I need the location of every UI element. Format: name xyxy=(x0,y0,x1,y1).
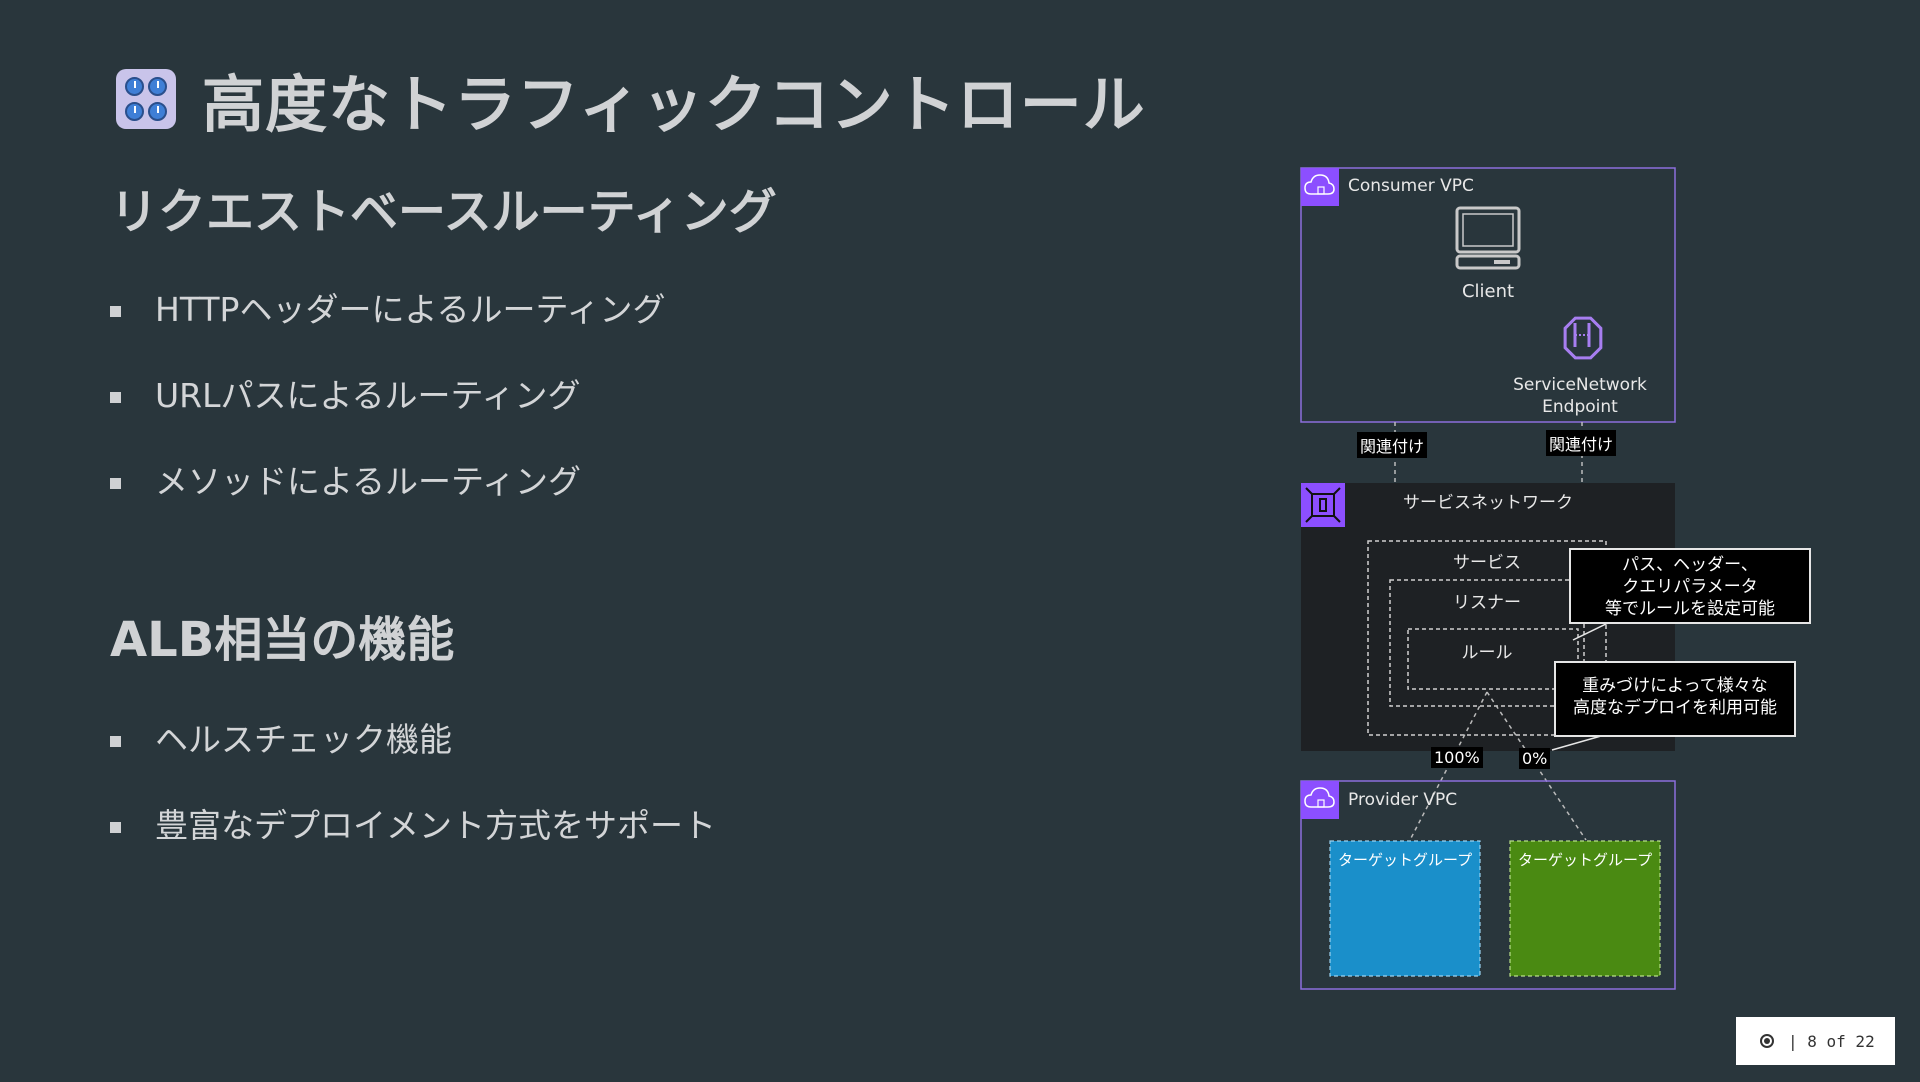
target-group-blue xyxy=(1329,840,1481,977)
page-indicator[interactable]: | 8 of 22 xyxy=(1736,1017,1895,1065)
callout2-line: 重みづけによって様々な xyxy=(1582,676,1768,696)
consumer-vpc-box xyxy=(1300,167,1676,423)
routing-bullet-list: HTTPヘッダーによるルーティング URLパスによるルーティング メソッドによる… xyxy=(110,290,665,548)
control-knobs-icon xyxy=(116,69,176,129)
presentation-icon xyxy=(1760,1034,1774,1048)
callout1-line: クエリパラメータ xyxy=(1622,577,1758,597)
endpoint-label-line2: Endpoint xyxy=(1542,397,1618,417)
section-heading-routing: リクエストベースルーティング xyxy=(110,184,777,240)
service-network-icon xyxy=(1305,487,1341,523)
callout1-line: 等でルールを設定可能 xyxy=(1605,599,1775,619)
target-group-label-right: ターゲットグループ xyxy=(1518,851,1653,869)
client-label: Client xyxy=(1461,281,1515,302)
callout-rule-settings: パス、ヘッダー、 クエリパラメータ 等でルールを設定可能 xyxy=(1569,548,1811,624)
callout2-line: 高度なデプロイを利用可能 xyxy=(1573,698,1777,718)
rule-box xyxy=(1407,628,1579,690)
page-counter: | 8 of 22 xyxy=(1788,1031,1875,1051)
page-title: 高度なトラフィックコントロール xyxy=(202,68,1146,141)
consumer-vpc-label: Consumer VPC xyxy=(1348,176,1474,196)
architecture-diagram: Consumer VPC Client ServiceNetwork Endpo… xyxy=(1290,160,1830,1000)
listener-label: リスナー xyxy=(1453,593,1521,613)
service-network-label: サービスネットワーク xyxy=(1403,493,1573,513)
bullet-item: ヘルスチェック機能 xyxy=(110,720,716,806)
service-label: サービス xyxy=(1453,553,1521,573)
listener-box xyxy=(1389,579,1585,707)
bullet-item: URLパスによるルーティング xyxy=(110,376,665,462)
bullet-item: HTTPヘッダーによるルーティング xyxy=(110,290,665,376)
bullet-item: メソッドによるルーティング xyxy=(110,462,665,548)
target-group-label-left: ターゲットグループ xyxy=(1338,851,1473,869)
endpoint-label-line1: ServiceNetwork xyxy=(1513,375,1647,395)
rule-label: ルール xyxy=(1461,643,1513,663)
assoc-tag-left: 関連付け xyxy=(1357,432,1428,458)
section-heading-alb: ALB相当の機能 xyxy=(110,612,455,668)
callout-weighted-deploy: 重みづけによって様々な 高度なデプロイを利用可能 xyxy=(1554,661,1796,737)
provider-vpc-label: Provider VPC xyxy=(1348,790,1458,810)
client-icon xyxy=(1455,206,1521,270)
service-box xyxy=(1367,540,1607,736)
cloud-icon xyxy=(1304,174,1335,195)
assoc-tag-right: 関連付け xyxy=(1546,430,1617,456)
title-row: 高度なトラフィックコントロール xyxy=(116,54,1146,144)
alb-bullet-list: ヘルスチェック機能 豊富なデプロイメント方式をサポート xyxy=(110,720,716,892)
endpoint-icon xyxy=(1563,316,1603,360)
weight-tag-right: 0% xyxy=(1519,748,1551,769)
target-group-green xyxy=(1509,840,1661,977)
weight-tag-left: 100% xyxy=(1431,747,1483,768)
callout1-line: パス、ヘッダー、 xyxy=(1622,555,1758,575)
bullet-item: 豊富なデプロイメント方式をサポート xyxy=(110,806,716,892)
provider-vpc-box xyxy=(1300,780,1676,990)
